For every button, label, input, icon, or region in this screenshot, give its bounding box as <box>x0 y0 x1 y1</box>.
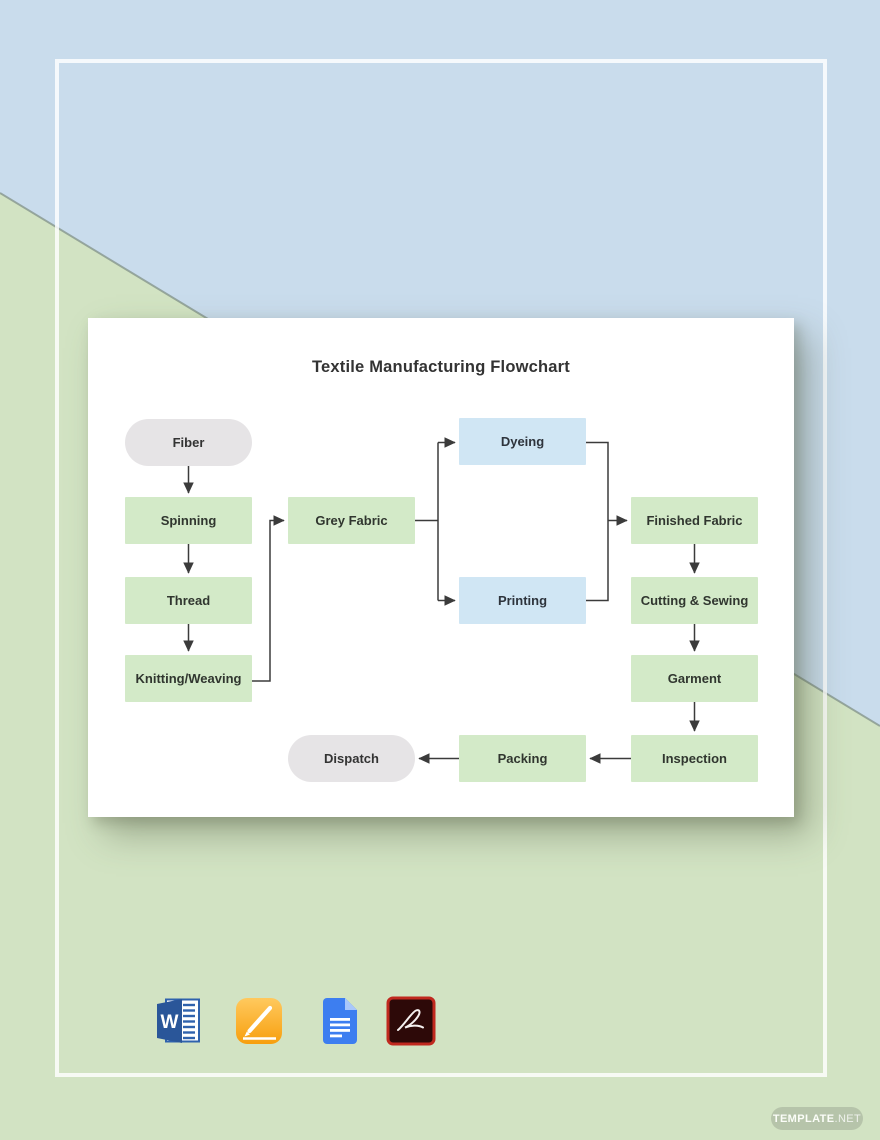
flow-node-fiber: Fiber <box>125 419 252 466</box>
flow-node-finished-fabric: Finished Fabric <box>631 497 758 544</box>
flow-node-grey-fabric: Grey Fabric <box>288 497 415 544</box>
template-net-badge[interactable]: TEMPLATE.NET <box>771 1107 863 1130</box>
page-title: Textile Manufacturing Flowchart <box>311 358 570 376</box>
decorative-frame <box>55 59 827 1077</box>
flow-node-inspection: Inspection <box>631 735 758 782</box>
flow-node-spinning: Spinning <box>125 497 252 544</box>
svg-text:W: W <box>161 1012 179 1033</box>
adobe-pdf-icon[interactable] <box>385 995 437 1047</box>
google-docs-icon[interactable] <box>314 995 366 1047</box>
flow-node-thread: Thread <box>125 577 252 624</box>
flowchart-card: Textile Manufacturing Flowchart <box>88 318 794 817</box>
brand-name-suffix: .NET <box>834 1112 862 1125</box>
flow-node-knitting-weaving: Knitting/Weaving <box>125 655 252 702</box>
apple-pages-icon[interactable] <box>233 995 285 1047</box>
brand-name-bold: TEMPLATE <box>772 1112 835 1125</box>
flow-node-garment: Garment <box>631 655 758 702</box>
ms-word-icon[interactable]: W <box>152 995 204 1047</box>
flow-node-dispatch: Dispatch <box>288 735 415 782</box>
flow-node-dyeing: Dyeing <box>459 418 586 465</box>
flow-node-cutting-sewing: Cutting & Sewing <box>631 577 758 624</box>
flow-connectors <box>183 437 700 764</box>
flow-node-packing: Packing <box>459 735 586 782</box>
flow-node-printing: Printing <box>459 577 586 624</box>
